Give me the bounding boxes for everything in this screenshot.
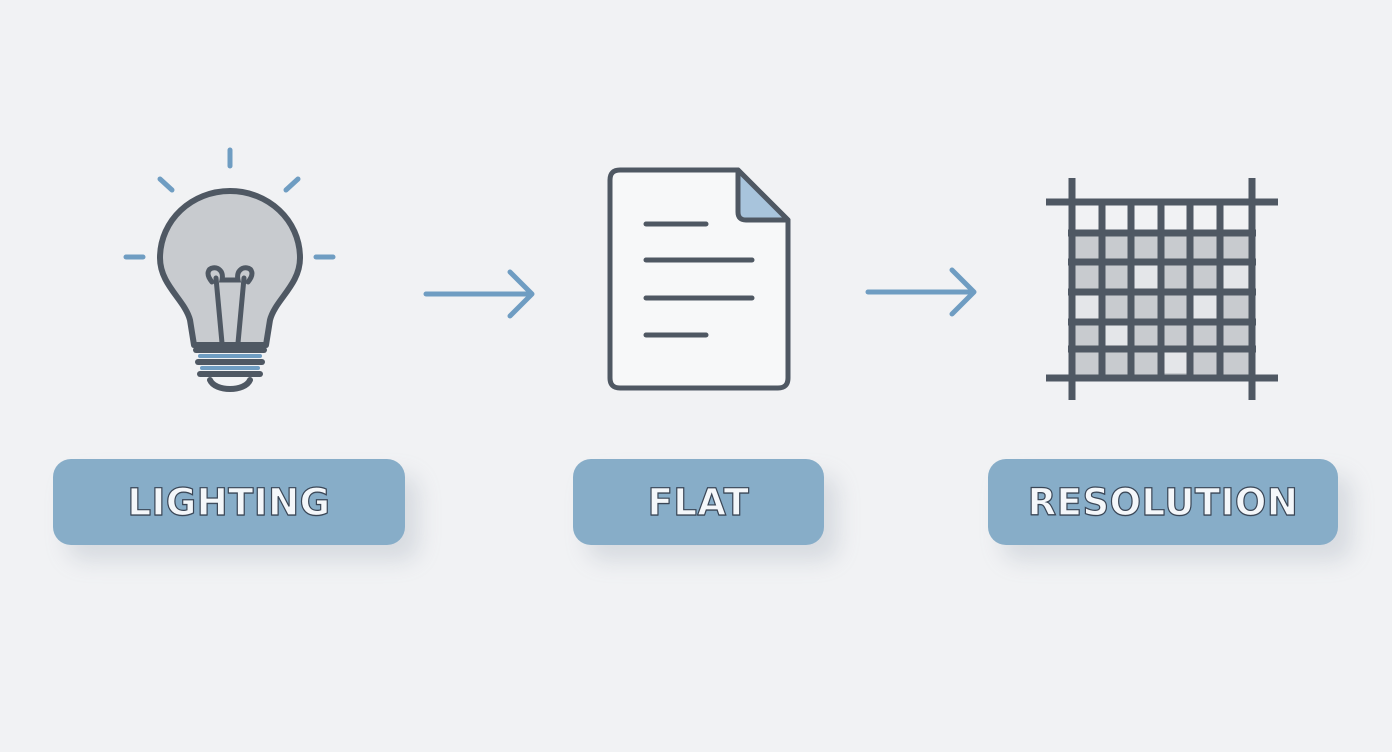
step-label-flat: FLAT [573,459,824,545]
step-label-text: RESOLUTION [1027,480,1299,524]
step-label-text: FLAT [647,480,750,524]
step-label-resolution: RESOLUTION [988,459,1338,545]
arrow-right-icon [865,267,977,317]
step-label-lighting: LIGHTING [53,459,405,545]
document-icon [607,167,791,391]
pixel-grid-icon [1046,178,1278,400]
arrow-right-icon [423,269,535,319]
step-label-text: LIGHTING [127,480,331,524]
lightbulb-icon [123,147,336,392]
